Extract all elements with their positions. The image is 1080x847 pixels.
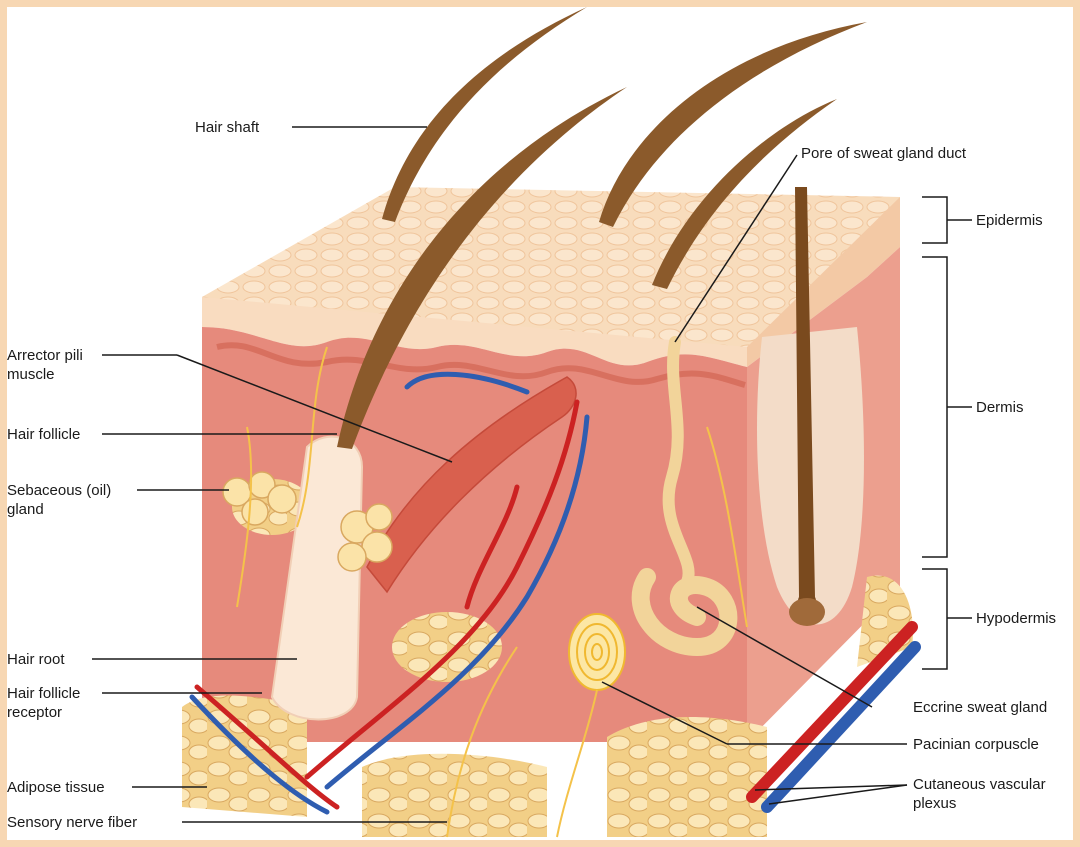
hair-shaft-4: [652, 99, 837, 289]
adipose-cluster-1: [392, 612, 502, 682]
epidermis-top-surface: [202, 187, 900, 347]
vein-branch-main: [189, 371, 590, 815]
label-sebaceous-gland: Sebaceous (oil) gland: [7, 482, 112, 518]
vascular-plexus-vein: [761, 641, 921, 813]
label-cutaneous-vascular-plexus: Cutaneous vascular plexus: [913, 776, 1046, 812]
label-hair-follicle: Hair follicle: [7, 426, 81, 443]
hair-shaft-2: [337, 87, 627, 449]
hair-shaft-1: [382, 7, 587, 222]
sensory-nerve-fibers: [236, 346, 748, 838]
leader-lines: [92, 126, 972, 823]
label-epidermis: Epidermis: [976, 212, 1043, 229]
epidermis-front-band: [202, 297, 747, 367]
arrector-pili-muscle: [366, 376, 577, 594]
pacinian-corpuscle: [568, 613, 626, 691]
label-pore-of-sweat-gland-duct: Pore of sweat gland duct: [801, 145, 967, 162]
label-pacinian-corpuscle: Pacinian corpuscle: [913, 736, 1039, 753]
label-sensory-nerve-fiber: Sensory nerve fiber: [7, 814, 138, 831]
label-eccrine-sweat-gland: Eccrine sweat gland: [913, 699, 1048, 716]
label-hair-shaft: Hair shaft: [195, 119, 260, 136]
adipose-bottom-layer: [182, 695, 307, 817]
follicle-sheath: [270, 435, 364, 721]
label-dermis: Dermis: [976, 399, 1024, 416]
label-hair-root: Hair root: [7, 651, 65, 668]
sebaceous-gland: [222, 471, 393, 572]
side-hair-bulb: [789, 598, 825, 626]
sweat-gland-duct: [662, 336, 695, 588]
artery-branch-main: [194, 399, 580, 810]
adipose-bottom-right: [607, 717, 767, 837]
skin-cross-section-illustration: [92, 7, 972, 838]
diagram-frame: Hair shaft Pore of sweat gland duct Epid…: [7, 7, 1073, 840]
label-adipose-tissue: Adipose tissue: [7, 779, 105, 796]
eccrine-sweat-gland-coil: [631, 568, 738, 657]
side-hair-shaft: [795, 187, 817, 609]
dermal-papillae: [216, 342, 746, 388]
epidermis-side-band: [747, 197, 900, 367]
label-hair-follicle-receptor: Hair follicle receptor: [7, 685, 81, 721]
label-arrector-pili-muscle: Arrector pili muscle: [7, 347, 83, 383]
label-hypodermis: Hypodermis: [976, 610, 1057, 627]
vascular-plexus-artery: [746, 621, 918, 803]
